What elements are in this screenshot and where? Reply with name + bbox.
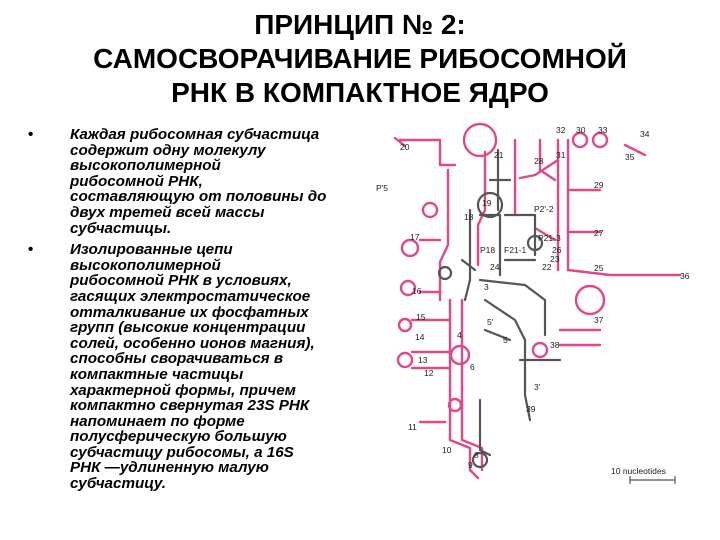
diagram-label: 25 [594, 263, 604, 273]
diagram-label: 26 [552, 245, 562, 255]
diagram-label: 3' [534, 382, 541, 392]
bullet-line: субчастицу рибосомы, а 16S [70, 443, 294, 461]
diagram-label: 38 [550, 340, 560, 350]
diagram-label: 9 [468, 460, 473, 470]
diagram-label: 5' [487, 317, 494, 327]
scale-label: 10 nucleotides [611, 466, 666, 476]
diagram-label: 27 [594, 228, 604, 238]
bullet-line: рибосомной РНК в условиях, [70, 272, 292, 290]
bullet-line: Каждая рибосомная субчастица [70, 126, 320, 143]
bullet-line: характерной формы, причем [70, 381, 296, 399]
diagram-label: 39 [526, 404, 536, 414]
diagram-label: 16 [412, 286, 422, 296]
diagram-label: 11 [408, 422, 417, 432]
diagram-label: 32 [556, 125, 566, 135]
slide-title: ПРИНЦИП № 2: САМОСВОРАЧИВАНИЕ РИБОСОМНОЙ… [0, 8, 720, 110]
scale-bar [629, 476, 676, 484]
bullet-line: солей, особенно ионов магния), [70, 334, 315, 352]
diagram-label: 29 [594, 180, 604, 190]
diagram-label: 6 [470, 362, 475, 372]
bullet-list: • Каждая рибосомная субчастица содержит … [28, 127, 373, 498]
diagram-label: 4 [457, 330, 462, 340]
diagram-label: 30 [576, 125, 586, 135]
bullet-line: способны сворачиваться в [70, 350, 284, 368]
diagram-label: 8 [474, 450, 479, 460]
diagram-label: P21-3 [538, 233, 561, 243]
bullet-line: субчастицы. [70, 219, 172, 237]
diagram-label: 35 [625, 152, 635, 162]
bullet-item: • Каждая рибосомная субчастица содержит … [28, 127, 373, 236]
bullet-line: компактные частицы [70, 365, 244, 383]
diagram-label: 34 [640, 129, 650, 139]
bullet-line: высокополимерной [70, 157, 221, 175]
diagram-label: 24 [490, 262, 500, 272]
bullet-line: содержит одну молекулу [70, 141, 266, 159]
diagram-label: 12 [424, 368, 434, 378]
bullet-line: Изолированные цепи [70, 241, 233, 259]
diagram-label: 33 [598, 125, 608, 135]
bullet-line: двух третей всей массы [70, 203, 265, 221]
bullet-line: высокополимерной [70, 256, 221, 274]
bullet-dot-icon: • [28, 126, 34, 143]
rrna-pink-strands [393, 122, 682, 480]
diagram-label: 13 [418, 355, 428, 365]
diagram-label: 20 [400, 142, 410, 152]
bullet-line: гасящих электростатическое [70, 287, 311, 305]
bullet-line: РНК —удлиненную малую [70, 459, 269, 477]
bullet-line: рибосомной РНК, [70, 172, 203, 190]
title-line-1: ПРИНЦИП № 2: [254, 9, 466, 40]
diagram-label: 19 [482, 198, 492, 208]
diagram-label: 5 [503, 335, 508, 345]
diagram-label: 10 [442, 445, 452, 455]
diagram-label: P'5 [376, 183, 388, 193]
bullet-item: • Изолированные цепи высокополимерной ри… [28, 242, 373, 492]
diagram-label: 22 [542, 262, 552, 272]
diagram-label: 31 [556, 150, 566, 160]
diagram-label: 37 [594, 315, 604, 325]
diagram-label: 17 [410, 232, 420, 242]
diagram-labels: 20 32 30 33 34 21 28 31 35 29 P'5 19 P2'… [376, 125, 690, 476]
bullet-line: полусферическую большую [70, 428, 287, 446]
rrna-gray-strands [437, 148, 562, 469]
bullet-line: составляющую от половины до [70, 188, 327, 206]
diagram-label: 18 [464, 212, 474, 222]
bullet-dot-icon: • [28, 241, 34, 259]
diagram-label: 14 [415, 332, 425, 342]
bullet-line: компактно свернутая 23S РНК [70, 397, 310, 415]
bullet-line: групп (высокие концентрации [70, 319, 306, 337]
diagram-label: P2'-2 [534, 204, 554, 214]
diagram-label: 3 [484, 282, 489, 292]
diagram-label: 23 [550, 254, 560, 264]
rrna-secondary-structure-diagram: 20 32 30 33 34 21 28 31 35 29 P'5 19 P2'… [376, 122, 690, 484]
diagram-label: 36 [680, 271, 690, 281]
diagram-label: 15 [416, 312, 426, 322]
bullet-line: субчастицу. [70, 475, 166, 493]
diagram-label: 28 [534, 156, 544, 166]
bullet-line: напоминает по форме [70, 412, 245, 430]
diagram-label: 21 [494, 150, 504, 160]
diagram-label: F21-1 [504, 245, 526, 255]
diagram-label: P18 [480, 245, 495, 255]
bullet-line: отталкивание их фосфатных [70, 303, 309, 321]
title-line-3: РНК В КОМПАКТНОЕ ЯДРО [171, 77, 549, 108]
title-line-2: САМОСВОРАЧИВАНИЕ РИБОСОМНОЙ [93, 43, 627, 74]
